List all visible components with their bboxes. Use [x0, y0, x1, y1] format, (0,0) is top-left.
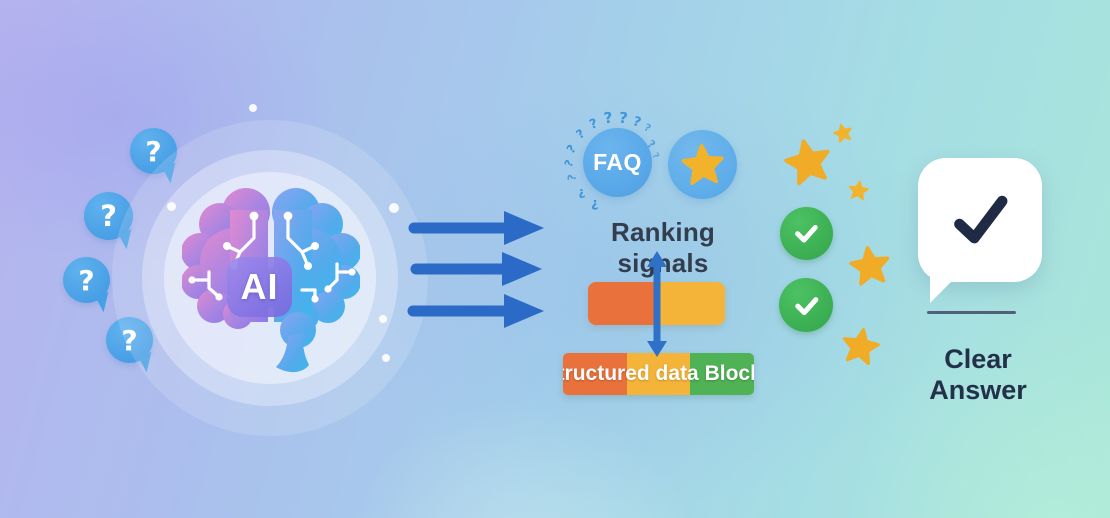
faq-label: FAQ — [593, 149, 642, 175]
question-mark-icon: ? — [145, 134, 162, 168]
question-bubble: ? — [84, 192, 139, 250]
question-mark-icon: ? — [121, 323, 138, 357]
structured-bar-amber-segment — [626, 353, 691, 395]
speech-bubble-tail — [930, 277, 956, 303]
deco-dot — [167, 202, 176, 211]
question-bubble: ? — [63, 257, 116, 313]
star-icon — [842, 328, 880, 366]
structured-data-bar: Structured data Blocks — [563, 353, 754, 395]
signal-bar — [588, 282, 725, 325]
ring-question-mark: ? — [573, 126, 588, 142]
answer-checkmark-icon — [954, 195, 1008, 244]
question-mark-icon: ? — [100, 199, 117, 233]
deco-dot — [249, 104, 257, 112]
question-bubble: ? — [130, 128, 183, 184]
ring-question-mark: ? — [561, 157, 577, 170]
structured-bar-orange-segment — [563, 353, 627, 395]
ring-question-mark: ? — [576, 185, 587, 201]
star-icon — [833, 123, 852, 143]
answer-speech-bubble — [918, 158, 1042, 303]
deco-dot — [389, 203, 399, 213]
star-icon — [849, 246, 890, 286]
structured-data-label: Structured data Blocks — [563, 362, 754, 385]
structured-bar-green-segment — [690, 353, 754, 395]
faq-badge: FAQ — [583, 128, 652, 197]
circuit-nodes — [188, 211, 356, 303]
ring-question-mark: ? — [641, 122, 653, 135]
ring-question-mark: ? — [587, 116, 600, 133]
star-icon — [784, 139, 830, 186]
ring-question-mark: ? — [618, 108, 629, 128]
ai-badge: AI — [227, 257, 292, 317]
double-arrow-icon — [647, 251, 667, 357]
ai-badge-label: AI — [240, 266, 279, 307]
ring-question-mark: ? — [565, 173, 579, 182]
check-badge — [780, 207, 833, 260]
signal-bar-amber-segment — [656, 282, 725, 325]
ranking-signals-label: Ranking signals — [611, 217, 715, 278]
ring-question-mark: ? — [630, 114, 643, 131]
deco-dot — [382, 354, 390, 362]
checkmark-icon — [795, 225, 819, 244]
ring-question-mark: ? — [602, 108, 614, 128]
checkmark-icon — [794, 296, 818, 315]
clear-answer-label: Clear Answer — [929, 344, 1027, 405]
flow-arrows-icon — [407, 211, 544, 328]
ring-question-mark: ? — [563, 141, 580, 157]
star-badge — [668, 130, 737, 199]
star-icon — [848, 180, 869, 201]
deco-dot — [379, 315, 387, 323]
ai-brain-icon — [182, 188, 360, 373]
signal-bar-orange-segment — [588, 282, 657, 325]
star-icon — [681, 143, 724, 185]
question-mark-icon: ? — [78, 263, 95, 297]
ring-question-mark: ? — [590, 195, 599, 212]
divider-line — [927, 311, 1016, 314]
check-badge — [779, 278, 833, 332]
question-bubble: ? — [106, 317, 159, 373]
